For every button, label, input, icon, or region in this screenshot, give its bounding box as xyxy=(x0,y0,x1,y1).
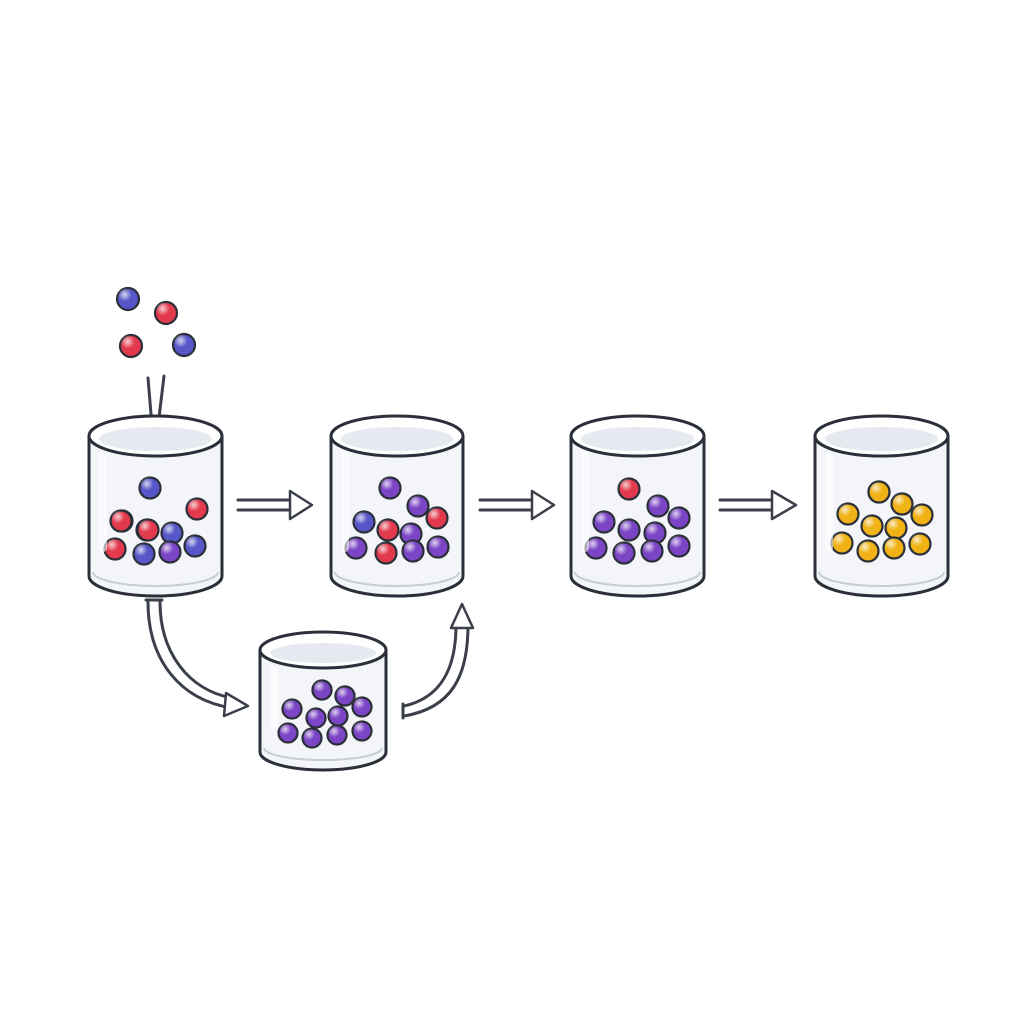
particle xyxy=(592,510,616,534)
particle xyxy=(860,514,884,538)
particle xyxy=(646,494,670,518)
particle xyxy=(136,518,160,542)
particle xyxy=(830,531,854,555)
particle xyxy=(882,536,906,560)
particle xyxy=(617,477,641,501)
container-stage-3 xyxy=(569,414,706,598)
particle xyxy=(351,696,373,718)
particle xyxy=(374,541,398,565)
arrow-stage3-to-output xyxy=(718,489,798,521)
particle xyxy=(344,536,368,560)
particle xyxy=(406,494,430,518)
particle xyxy=(351,720,373,742)
particle xyxy=(352,510,376,534)
particle xyxy=(185,497,209,521)
particle xyxy=(401,539,425,563)
particle xyxy=(425,506,449,530)
particle xyxy=(867,480,891,504)
input-particles xyxy=(115,286,197,359)
particle xyxy=(138,476,162,500)
container-body xyxy=(815,436,948,596)
particle xyxy=(667,534,691,558)
input-particle xyxy=(118,333,144,359)
particle xyxy=(426,535,450,559)
container-stage-2 xyxy=(329,414,465,598)
particle xyxy=(890,492,914,516)
input-particle xyxy=(153,300,179,326)
particle xyxy=(158,540,182,564)
particle xyxy=(160,521,184,545)
particle xyxy=(612,541,636,565)
arrow-stage2-to-stage3 xyxy=(478,489,556,521)
particle xyxy=(277,722,299,744)
container-final-output xyxy=(813,414,950,598)
particle xyxy=(305,707,327,729)
particle xyxy=(311,679,333,701)
input-particle xyxy=(115,286,141,312)
particle xyxy=(640,539,664,563)
particle xyxy=(334,685,356,707)
particle xyxy=(378,476,402,500)
particle xyxy=(884,516,908,540)
particle xyxy=(327,705,349,727)
particle xyxy=(836,502,860,526)
particle xyxy=(617,518,641,542)
container-side-vessel xyxy=(258,630,388,772)
input-particle xyxy=(171,332,197,358)
arrow-side-vessel-to-stage2 xyxy=(401,602,475,720)
particle xyxy=(376,518,400,542)
arrow-mixer-to-side-vessel xyxy=(144,598,250,718)
particle xyxy=(132,542,156,566)
particle xyxy=(667,506,691,530)
particle xyxy=(281,698,303,720)
particle xyxy=(584,536,608,560)
particle xyxy=(326,724,348,746)
arrow-stage1-to-stage2 xyxy=(236,489,314,521)
particle xyxy=(856,539,880,563)
particle xyxy=(103,537,127,561)
particle xyxy=(910,503,934,527)
particle xyxy=(301,727,323,749)
particle xyxy=(908,532,932,556)
particle xyxy=(643,521,667,545)
particle xyxy=(183,534,207,558)
particle xyxy=(109,509,133,533)
containers xyxy=(87,414,950,772)
particle xyxy=(399,522,423,546)
container-mixed-input xyxy=(87,414,224,598)
